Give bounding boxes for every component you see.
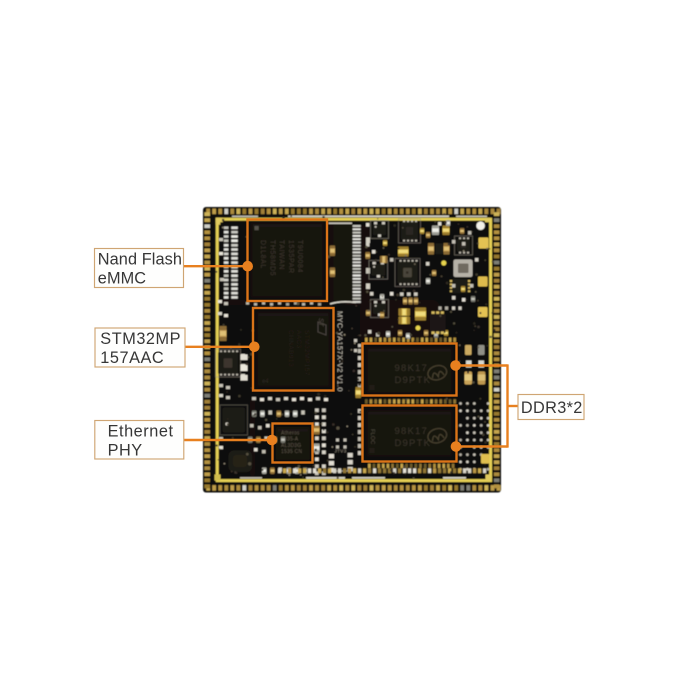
svg-text:TH58MD5: TH58MD5	[268, 240, 275, 276]
svg-text:STM32MP: STM32MP	[100, 330, 181, 348]
svg-text:98K17: 98K17	[395, 426, 428, 437]
svg-text:Nand Flash: Nand Flash	[98, 251, 182, 269]
svg-text:ST: ST	[317, 318, 324, 327]
svg-text:98K17: 98K17	[395, 363, 428, 374]
svg-text:CHNAB913: CHNAB913	[287, 330, 294, 367]
svg-text:157AAC: 157AAC	[100, 349, 164, 367]
svg-text:DDR3*2: DDR3*2	[521, 399, 583, 417]
svg-text:8035-A: 8035-A	[281, 437, 299, 443]
svg-text:e4: e4	[262, 379, 269, 385]
svg-text:AL3D3G: AL3D3G	[281, 443, 301, 449]
svg-text:AAC3: AAC3	[295, 330, 302, 349]
svg-text:D9PTK: D9PTK	[395, 438, 432, 449]
svg-text:STM32MP157: STM32MP157	[303, 330, 310, 376]
svg-text:1535PAR: 1535PAR	[287, 240, 294, 274]
svg-text:1535 CN: 1535 CN	[281, 449, 302, 455]
svg-text:eMMC: eMMC	[98, 270, 146, 288]
svg-text:JTV3: JTV3	[335, 449, 347, 454]
svg-text:D1L8AL: D1L8AL	[259, 240, 266, 269]
svg-text:MYC-YA157X-V2 V1.0: MYC-YA157X-V2 V1.0	[336, 311, 345, 392]
svg-text:Atheros: Atheros	[281, 431, 300, 437]
svg-text:FLOC: FLOC	[369, 429, 375, 444]
svg-text:PHY: PHY	[108, 442, 143, 460]
svg-text:D9PTK: D9PTK	[395, 375, 432, 386]
svg-text:T9U0084: T9U0084	[296, 240, 303, 273]
svg-text:Ethernet: Ethernet	[108, 423, 174, 441]
svg-text:TAIWAN: TAIWAN	[278, 240, 285, 270]
